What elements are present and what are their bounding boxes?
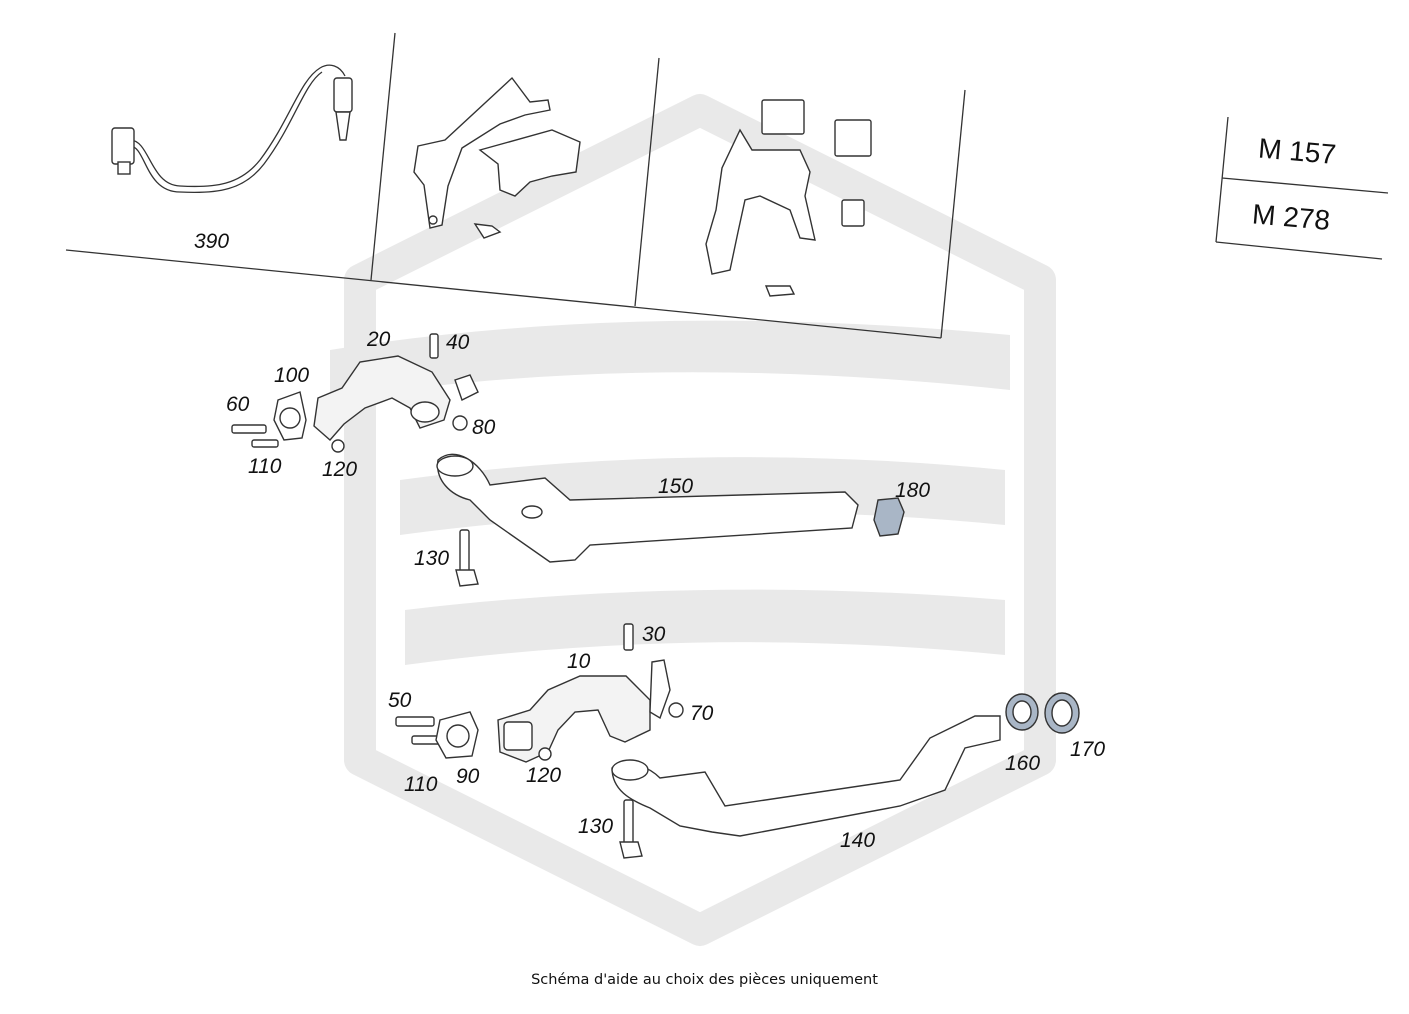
callout-70: 70 xyxy=(690,702,714,725)
callout-150: 150 xyxy=(658,475,693,498)
callout-110-lower: 110 xyxy=(404,773,438,796)
callout-10: 10 xyxy=(567,650,591,673)
oxygen-sensor-390 xyxy=(111,64,353,194)
callout-390: 390 xyxy=(194,230,229,253)
diagram-caption: Schéma d'aide au choix des pièces unique… xyxy=(531,972,878,988)
callout-160: 160 xyxy=(1005,752,1040,775)
callout-80: 80 xyxy=(472,416,496,439)
callout-labels: 390 20 40 100 60 80 110 120 150 180 130 … xyxy=(194,230,1105,852)
bracket-assembly-1 xyxy=(413,76,581,239)
callout-60: 60 xyxy=(226,393,250,416)
callout-30: 30 xyxy=(642,623,666,646)
engine-code-m157: M 157 xyxy=(1257,132,1337,170)
callout-180: 180 xyxy=(895,479,930,502)
callout-140: 140 xyxy=(840,829,875,852)
bracket-assembly-2 xyxy=(705,99,872,297)
callout-170: 170 xyxy=(1070,738,1105,761)
callout-100: 100 xyxy=(274,364,309,387)
engine-code-m278: M 278 xyxy=(1251,198,1331,236)
callout-130-lower: 130 xyxy=(578,815,613,838)
top-parts-frames xyxy=(65,32,966,339)
callout-90: 90 xyxy=(456,765,480,788)
callout-20: 20 xyxy=(366,328,391,351)
upper-exhaust-assembly xyxy=(231,333,905,587)
engine-code-box: M 157 M 278 xyxy=(1215,116,1389,260)
lower-exhaust-assembly xyxy=(395,623,1080,859)
callout-50: 50 xyxy=(388,689,412,712)
callout-120-upper: 120 xyxy=(322,458,357,481)
callout-40: 40 xyxy=(446,331,470,354)
callout-110-upper: 110 xyxy=(248,455,282,478)
callout-120-lower: 120 xyxy=(526,764,561,787)
callout-130-upper: 130 xyxy=(414,547,449,570)
